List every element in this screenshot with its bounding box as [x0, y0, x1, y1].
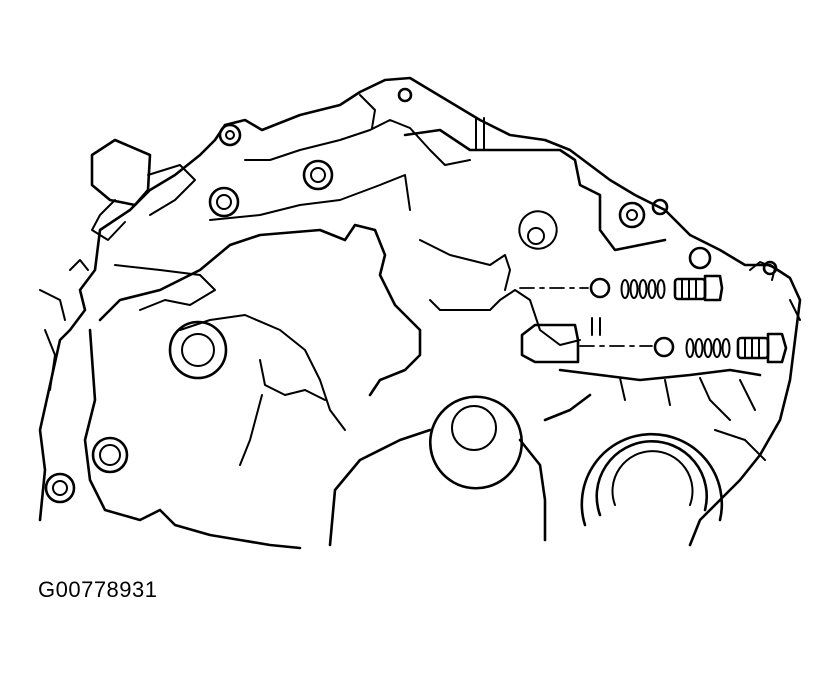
center-boss-ring — [428, 395, 524, 490]
right-flange — [749, 261, 801, 321]
plug-o-ring-lower — [653, 336, 675, 358]
mid-housing — [403, 128, 667, 252]
lower-housing-rib — [429, 289, 581, 346]
lower-housing — [328, 428, 547, 547]
upper-rib-3 — [359, 94, 376, 129]
bore-mark — [591, 317, 601, 336]
spring-lower — [685, 338, 731, 358]
diff-bearing-mid — [595, 440, 709, 517]
left-edge-ribs — [39, 259, 89, 391]
vertical-pipe — [475, 117, 485, 151]
upper-rib-2 — [209, 174, 411, 221]
bolt-heads — [44, 87, 778, 504]
boss-top-right — [518, 210, 558, 250]
upper-rib-1 — [244, 119, 471, 166]
left-panel — [98, 223, 422, 397]
right-ribs — [619, 377, 766, 461]
plug-bolt-lower — [736, 332, 788, 364]
left-cover — [83, 328, 302, 550]
diff-bearing-outer — [580, 432, 724, 527]
left-cover-arm — [239, 359, 326, 466]
spring-upper — [620, 279, 666, 299]
diff-bearing-inner — [611, 450, 694, 506]
figure-code: G00778931 — [38, 577, 158, 602]
sensor-connector — [91, 199, 126, 241]
center-boss-inner — [451, 405, 497, 451]
transaxle-case-diagram — [38, 76, 802, 550]
left-boss-outer — [168, 320, 228, 380]
sensor-harness — [147, 164, 196, 216]
plug-bore-lower-body — [520, 323, 580, 364]
left-cover-rib — [179, 314, 346, 431]
housing-outline — [38, 76, 802, 547]
left-panel-edge — [114, 264, 216, 311]
sensor-housing — [90, 138, 152, 207]
plug-bolt-upper — [673, 274, 724, 302]
right-housing — [543, 368, 762, 422]
plug-o-ring-upper — [589, 277, 611, 299]
lower-housing-rib-2 — [419, 239, 511, 291]
boss-top-right-center — [527, 227, 545, 245]
left-boss-inner — [181, 333, 215, 367]
